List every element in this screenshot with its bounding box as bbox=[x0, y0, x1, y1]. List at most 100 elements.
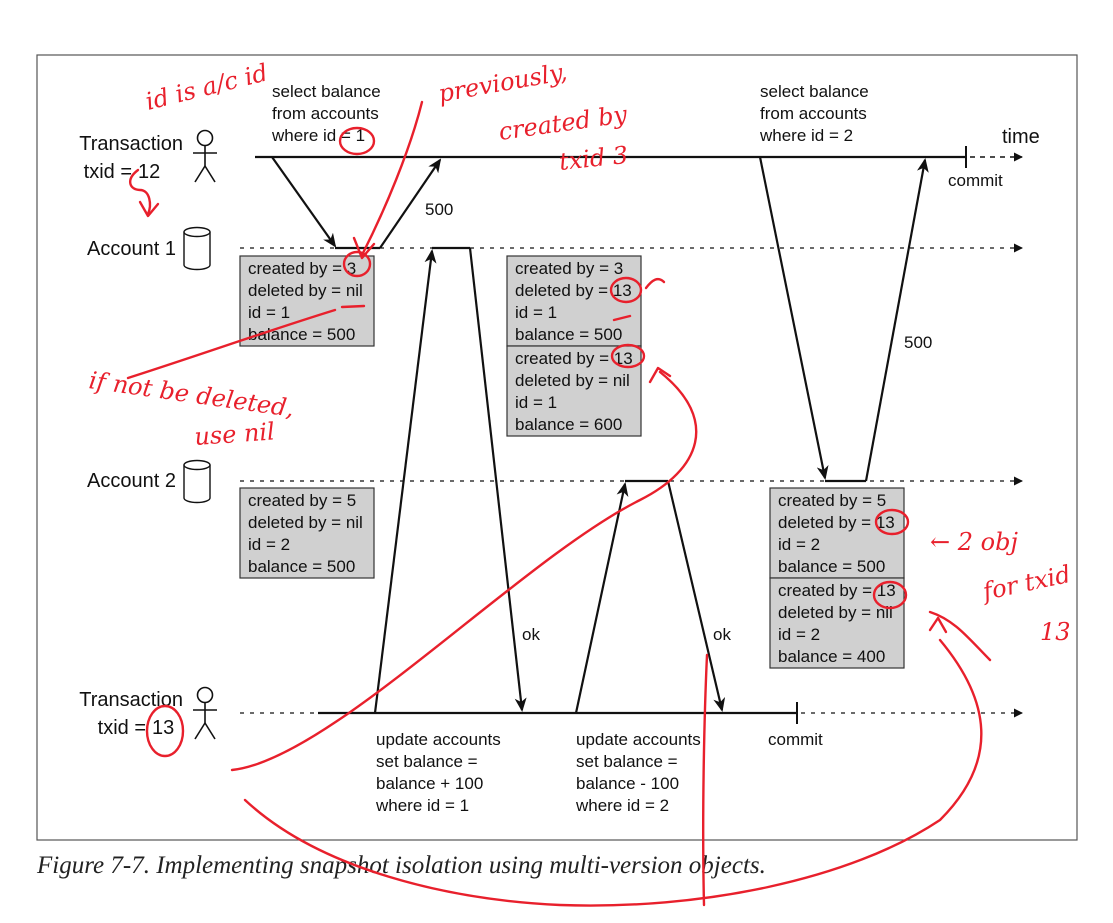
circle-created-13-a2 bbox=[872, 580, 908, 610]
svg-text:deleted by = nil: deleted by = nil bbox=[515, 371, 630, 390]
account1-label: Account 1 bbox=[87, 238, 176, 260]
tx12-txid-label: txid = bbox=[84, 161, 132, 183]
svg-text:update accounts: update accounts bbox=[576, 730, 701, 749]
curve-for-txid bbox=[928, 610, 992, 662]
account2-label: Account 2 bbox=[87, 470, 176, 492]
tx13-update-account1-response bbox=[468, 247, 527, 712]
svg-text:created by = 3: created by = 3 bbox=[515, 259, 623, 278]
line-if-not bbox=[126, 308, 337, 380]
handwritten-annotations bbox=[126, 100, 992, 907]
circle-id1 bbox=[338, 126, 376, 156]
loop-bottom bbox=[243, 638, 983, 907]
svg-text:where id = 2: where id = 2 bbox=[575, 796, 669, 815]
svg-text:deleted by = 13: deleted by = 13 bbox=[515, 281, 632, 300]
curve-tx13-head bbox=[648, 366, 672, 384]
svg-text:balance + 100: balance + 100 bbox=[376, 774, 483, 793]
tx13-txid-label: txid = bbox=[98, 717, 146, 739]
note-thirteen: 13 bbox=[1040, 618, 1071, 646]
svg-text:created by = 5: created by = 5 bbox=[248, 491, 356, 510]
account2-database-icon bbox=[183, 459, 211, 504]
arrow-previously-head bbox=[352, 236, 376, 260]
tx13-txid-value: 13 bbox=[152, 717, 174, 739]
circle-created-13 bbox=[610, 343, 646, 369]
note-use-nil: use nil bbox=[193, 417, 275, 451]
arrow-previously bbox=[360, 100, 424, 257]
svg-text:id = 2: id = 2 bbox=[778, 535, 820, 554]
svg-text:id = 1: id = 1 bbox=[515, 393, 557, 412]
svg-text:where id = 2: where id = 2 bbox=[759, 126, 853, 145]
tx13-query-1: update accounts set balance = balance + … bbox=[375, 730, 501, 815]
tx13-update-account2-response bbox=[666, 480, 726, 712]
brace-txid12 bbox=[129, 168, 152, 216]
tx12-read-account2-request bbox=[758, 156, 829, 480]
note-if-not-deleted: if not be deleted, bbox=[87, 366, 296, 423]
svg-text:balance = 600: balance = 600 bbox=[515, 415, 622, 434]
underline-deleted-13 bbox=[612, 314, 632, 322]
svg-text:balance = 500: balance = 500 bbox=[778, 557, 885, 576]
svg-text:deleted by = 13: deleted by = 13 bbox=[778, 513, 895, 532]
svg-text:select balance: select balance bbox=[272, 82, 381, 101]
tx13-query-2: update accounts set balance = balance - … bbox=[575, 730, 701, 815]
tick-deleted-13 bbox=[644, 277, 666, 290]
record-account1-v1: created by = 3 deleted by = nil id = 1 b… bbox=[239, 255, 375, 347]
tx13-commit-label: commit bbox=[768, 730, 823, 749]
svg-text:from accounts: from accounts bbox=[272, 104, 379, 123]
tx13-update-account1-request bbox=[373, 249, 437, 714]
record-account2-v1: created by = 5 deleted by = nil id = 2 b… bbox=[239, 487, 375, 579]
tx12-query-1: select balance from accounts where id = … bbox=[271, 82, 381, 145]
note-id-is-ac-id: id is a/c id bbox=[143, 58, 271, 115]
svg-text:id = 2: id = 2 bbox=[778, 625, 820, 644]
circle-deleted-13 bbox=[609, 276, 643, 304]
circle-txid13 bbox=[145, 704, 185, 758]
loop-bottom-head bbox=[928, 616, 948, 634]
tx12-commit-label: commit bbox=[948, 171, 1003, 190]
time-label: time bbox=[1002, 126, 1040, 148]
vertical-mark bbox=[702, 653, 709, 907]
svg-text:created by = 13: created by = 13 bbox=[778, 581, 896, 600]
svg-text:deleted by = nil: deleted by = nil bbox=[248, 281, 363, 300]
svg-text:from accounts: from accounts bbox=[760, 104, 867, 123]
svg-text:set balance =: set balance = bbox=[376, 752, 478, 771]
svg-text:balance = 400: balance = 400 bbox=[778, 647, 885, 666]
tx13-name: Transaction bbox=[79, 689, 183, 711]
svg-text:deleted by = nil: deleted by = nil bbox=[778, 603, 893, 622]
svg-text:balance - 100: balance - 100 bbox=[576, 774, 679, 793]
record-account1-v2: created by = 13 deleted by = nil id = 1 … bbox=[506, 345, 642, 437]
svg-text:id = 1: id = 1 bbox=[248, 303, 290, 322]
note-previously: previously, bbox=[436, 58, 569, 108]
svg-text:created by = 5: created by = 5 bbox=[778, 491, 886, 510]
tx13-update-account2-request bbox=[574, 482, 629, 714]
tx12-read-account1-request bbox=[271, 156, 337, 248]
svg-text:id = 2: id = 2 bbox=[248, 535, 290, 554]
tx12-person-icon bbox=[193, 129, 217, 183]
account1-database-icon bbox=[183, 226, 211, 271]
curve-tx13-to-a1 bbox=[230, 370, 698, 772]
circle-deleted-13-a2 bbox=[874, 508, 910, 536]
tx12-read-account1-response bbox=[379, 158, 442, 249]
svg-text:set balance =: set balance = bbox=[576, 752, 678, 771]
brace-txid12-head bbox=[138, 200, 160, 218]
record-account2-v2: created by = 13 deleted by = nil id = 2 … bbox=[769, 577, 905, 669]
svg-text:created by = 13: created by = 13 bbox=[515, 349, 633, 368]
response-500-first: 500 bbox=[425, 200, 453, 219]
response-ok-second: ok bbox=[713, 625, 731, 644]
tx12-name: Transaction bbox=[79, 133, 183, 155]
svg-text:id = 1: id = 1 bbox=[515, 303, 557, 322]
tx12-read-account2-response bbox=[864, 158, 929, 482]
svg-text:balance = 500: balance = 500 bbox=[248, 557, 355, 576]
svg-text:balance = 500: balance = 500 bbox=[248, 325, 355, 344]
svg-text:update accounts: update accounts bbox=[376, 730, 501, 749]
svg-text:balance = 500: balance = 500 bbox=[515, 325, 622, 344]
svg-text:deleted by = nil: deleted by = nil bbox=[248, 513, 363, 532]
note-txid3: txid 3 bbox=[558, 141, 630, 176]
svg-text:where id = 1: where id = 1 bbox=[271, 126, 365, 145]
response-ok-first: ok bbox=[522, 625, 540, 644]
figure-frame bbox=[36, 54, 1078, 841]
figure-caption: Figure 7-7. Implementing snapshot isolat… bbox=[36, 852, 766, 879]
note-two-obj: ← 2 obj bbox=[930, 528, 1018, 556]
underline-nil bbox=[340, 304, 366, 309]
tx13-person-icon bbox=[193, 686, 217, 740]
svg-text:select balance: select balance bbox=[760, 82, 869, 101]
tx12-txid-value: 12 bbox=[138, 161, 160, 183]
